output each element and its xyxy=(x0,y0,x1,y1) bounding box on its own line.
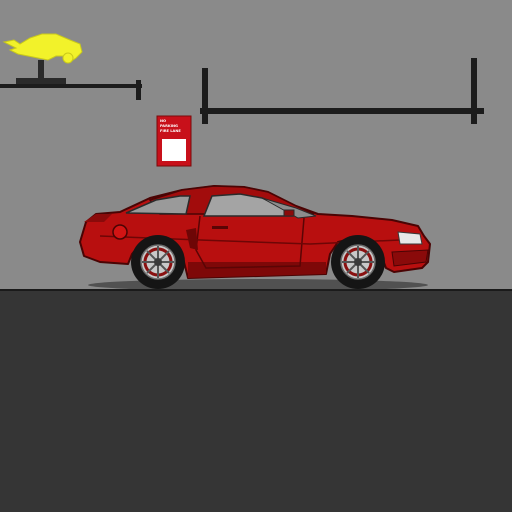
car-front-bumper xyxy=(391,249,429,267)
car-rear-window xyxy=(125,195,191,215)
sign-line-2: PARKING xyxy=(160,124,178,128)
sign-line-3: FIRE LANE xyxy=(160,129,181,133)
car-headlight xyxy=(397,231,423,245)
car-door-handle xyxy=(212,226,228,229)
car-front-wheel xyxy=(331,235,385,289)
car-silhouette-trophy-icon xyxy=(2,33,83,64)
sign-white-panel xyxy=(162,139,186,161)
car-rear-spoiler xyxy=(84,214,112,222)
car-side-mirror xyxy=(283,209,295,217)
car-rear-wheel xyxy=(131,235,185,289)
sign-line-1: NO xyxy=(160,119,166,123)
wall-shelf xyxy=(0,60,142,100)
car-taillight xyxy=(112,224,128,240)
car-door-outline xyxy=(195,215,305,269)
wall-pipe-rail xyxy=(200,58,484,124)
garage-floor xyxy=(0,290,512,512)
no-parking-sign: NO PARKING FIRE LANE xyxy=(156,115,192,167)
red-sports-coupe-icon xyxy=(79,185,431,291)
